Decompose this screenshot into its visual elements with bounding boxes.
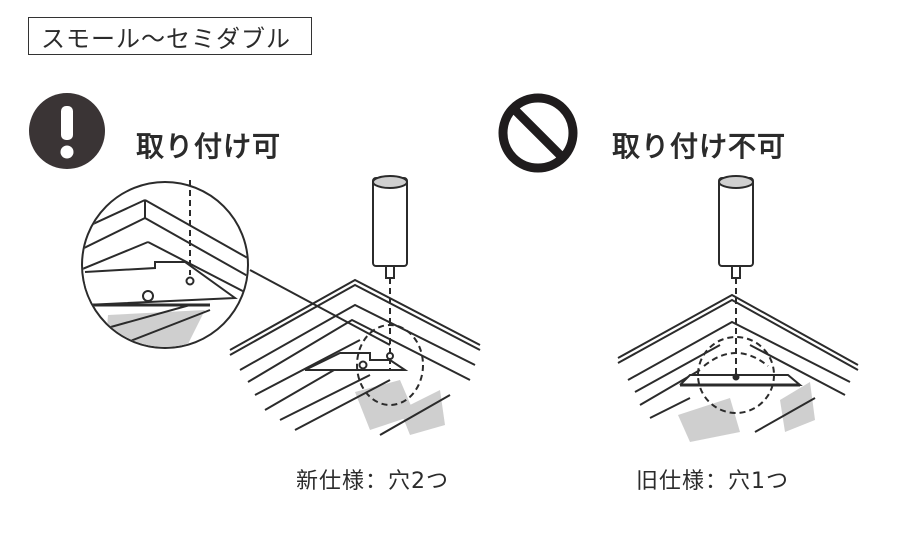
panel-ok-caption: 新仕様：穴2つ bbox=[296, 469, 449, 494]
exclamation-icon bbox=[29, 93, 105, 169]
panel-ng-caption: 旧仕様：穴1つ bbox=[636, 469, 789, 494]
panel-ng-heading: 取り付け不可 bbox=[612, 130, 787, 163]
prohibited-icon bbox=[498, 93, 578, 173]
ok-installation-illustration bbox=[81, 175, 481, 436]
size-range-label: スモール〜セミダブル bbox=[28, 17, 312, 55]
panel-ok-heading: 取り付け可 bbox=[136, 130, 282, 163]
ng-installation-illustration bbox=[617, 175, 859, 442]
